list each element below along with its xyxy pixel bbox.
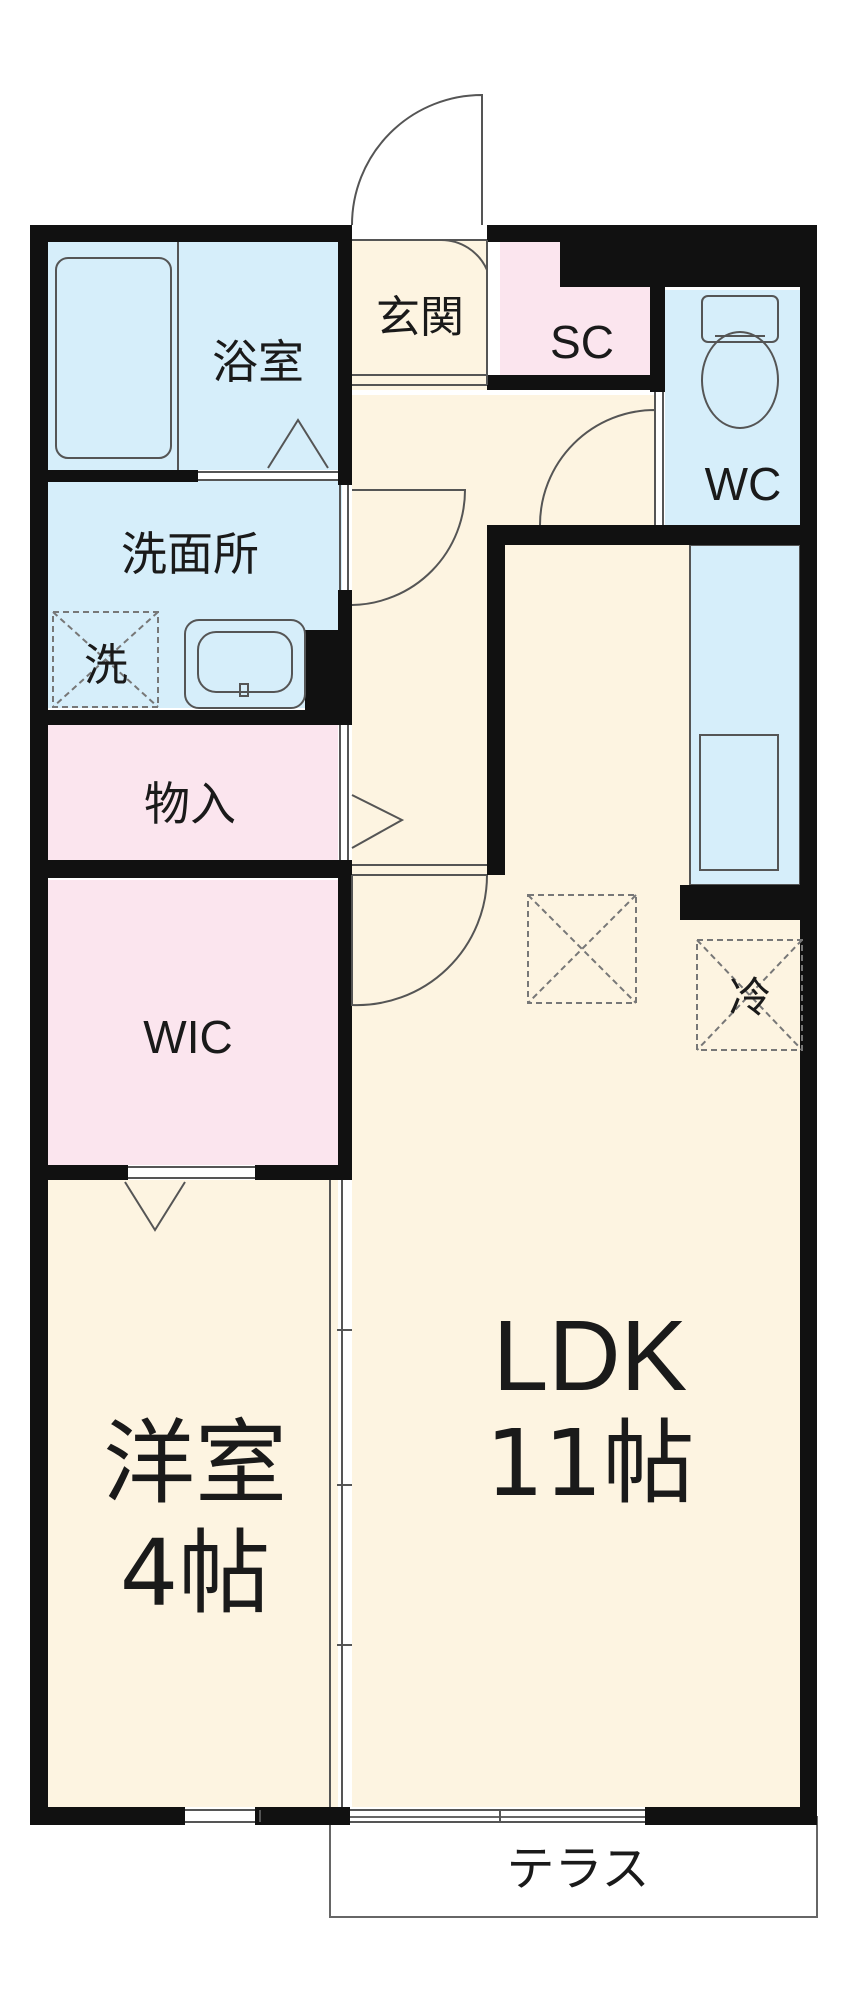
storage-room — [48, 725, 338, 860]
toilet-label: WC — [705, 458, 782, 510]
thin-lines — [128, 239, 664, 1823]
walk-in-closet-room — [48, 880, 338, 1165]
walk-in-closet-label: WIC — [143, 1011, 232, 1063]
washbasin-icon — [184, 619, 306, 709]
bath-label: 浴室 — [212, 335, 304, 389]
western-room — [48, 1180, 338, 1807]
terrace-area — [329, 1816, 818, 1918]
terrace-label: テラス — [506, 1841, 649, 1897]
door-swings — [351, 93, 656, 1007]
ldk-size: 11帖 — [485, 1410, 694, 1517]
entrance-area — [352, 240, 487, 390]
fridge-label: 冷 — [729, 973, 771, 1022]
walls — [30, 225, 817, 1825]
western-room-name: 洋室 — [103, 1410, 287, 1517]
hallway — [352, 395, 655, 525]
washer-label: 洗 — [84, 640, 128, 691]
opening-markers — [124, 418, 405, 1822]
toilet-icon — [701, 295, 779, 429]
fridge-spot-icon — [696, 939, 803, 1051]
washroom-label: 洗面所 — [121, 527, 259, 581]
western-room-size: 4帖 — [120, 1520, 271, 1627]
kitchen-sink — [699, 734, 779, 871]
washer-spot-icon — [52, 611, 159, 708]
bath-room — [48, 242, 342, 470]
toilet-room — [665, 290, 807, 525]
ceiling-hatch-icon — [527, 894, 637, 1004]
shoe-closet-label: SC — [550, 316, 614, 368]
bathtub-icon — [55, 257, 172, 459]
ldk-name: LDK — [493, 1300, 688, 1412]
storage-label: 物入 — [144, 777, 236, 831]
entrance-label: 玄関 — [376, 292, 464, 343]
